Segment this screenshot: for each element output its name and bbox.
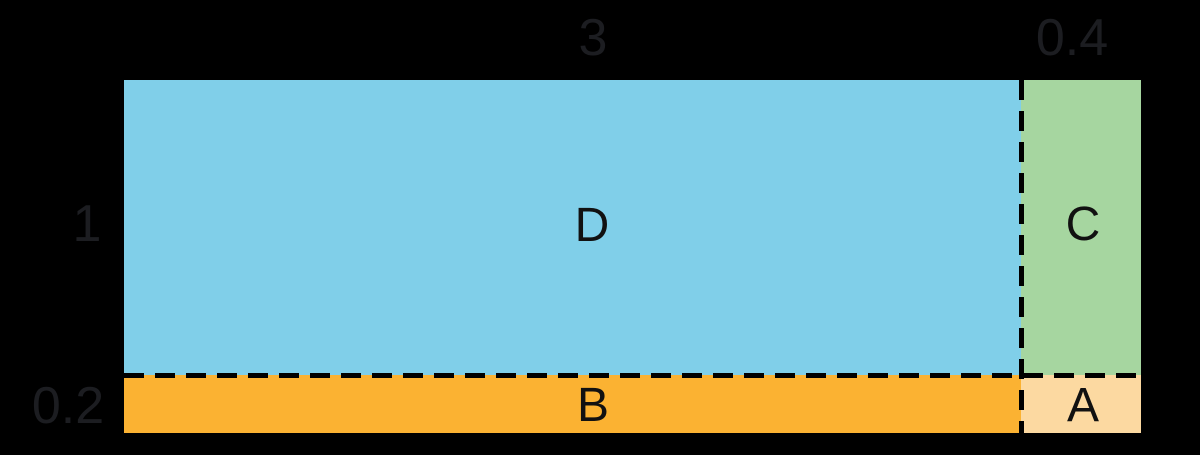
region-a-label: A [1066, 379, 1100, 432]
region-d [124, 80, 1021, 375]
region-d-label: D [574, 199, 610, 252]
top-width-label-3: 3 [578, 9, 608, 67]
top-width-label-0-4: 0.4 [1035, 9, 1109, 67]
region-c [1021, 80, 1141, 375]
region-c-label: C [1065, 198, 1101, 251]
left-height-label-1: 1 [72, 195, 102, 253]
horizontal-dashed-divider [124, 373, 1141, 378]
region-b-label: B [576, 379, 610, 432]
vertical-dashed-divider [1019, 80, 1024, 433]
region-a [1021, 375, 1141, 433]
left-height-label-0-2: 0.2 [31, 377, 105, 435]
region-b [124, 375, 1021, 433]
model-rectangle: D C B A [119, 75, 1146, 438]
